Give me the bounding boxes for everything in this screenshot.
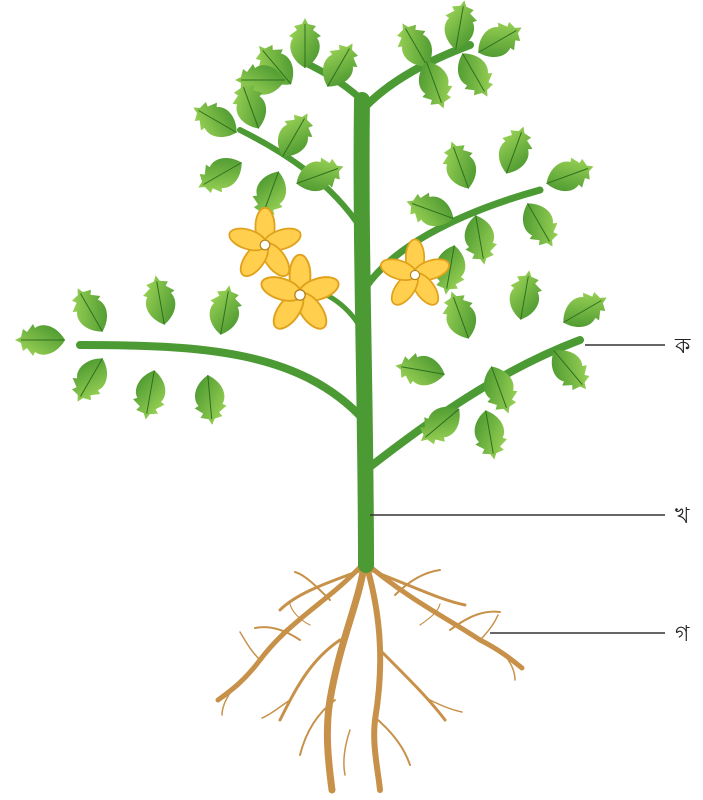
leaf-label: ক xyxy=(674,334,691,359)
stem-label: খ xyxy=(675,504,690,529)
pointer-lines xyxy=(370,345,665,633)
flowers xyxy=(227,208,452,334)
root-system xyxy=(218,560,522,790)
root-label: গ xyxy=(675,622,690,647)
